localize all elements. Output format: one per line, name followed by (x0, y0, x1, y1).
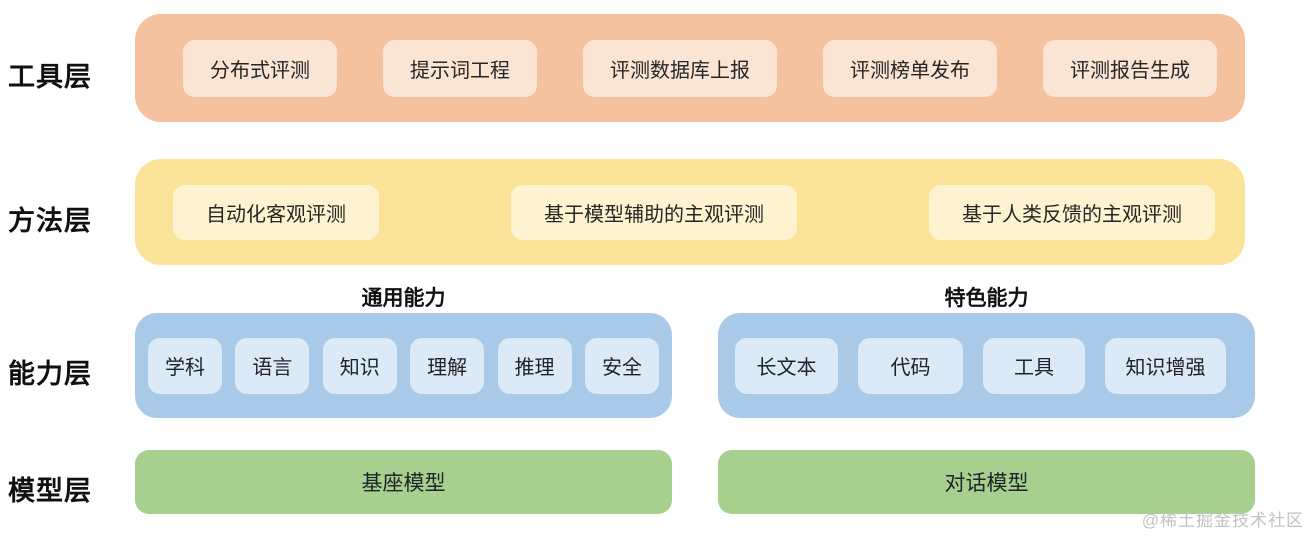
tool-item-distributed-eval: 分布式评测 (183, 39, 337, 97)
tool-item-eval-db-report: 评测数据库上报 (583, 39, 777, 97)
capability-item-code: 代码 (858, 337, 963, 394)
capability-layer-label: 能力层 (8, 359, 92, 389)
tool-layer-band: 分布式评测 提示词工程 评测数据库上报 评测榜单发布 评测报告生成 (135, 14, 1245, 122)
special-capability-band: 长文本 代码 工具 知识增强 (718, 313, 1255, 418)
general-capability-band: 学科 语言 知识 理解 推理 安全 (135, 313, 672, 418)
capability-item-subject: 学科 (148, 337, 222, 394)
capability-item-understanding: 理解 (410, 337, 485, 394)
capability-item-language: 语言 (235, 337, 310, 394)
general-capability-title: 通用能力 (361, 287, 446, 310)
capability-item-tool: 工具 (983, 337, 1085, 394)
watermark: @稀土掘金技术社区 (1141, 511, 1304, 530)
method-item-auto-objective-eval: 自动化客观评测 (173, 184, 379, 240)
chat-model-band: 对话模型 (718, 450, 1255, 514)
model-layer-label: 模型层 (8, 476, 92, 506)
tool-item-leaderboard-publish: 评测榜单发布 (823, 39, 997, 97)
tool-item-prompt-engineering: 提示词工程 (383, 39, 537, 97)
method-layer-label: 方法层 (8, 206, 92, 236)
capability-item-reasoning: 推理 (497, 337, 572, 394)
method-item-model-assisted-subjective-eval: 基于模型辅助的主观评测 (511, 184, 797, 240)
tool-layer-label: 工具层 (8, 62, 92, 92)
capability-item-safety: 安全 (584, 337, 659, 394)
capability-item-long-text: 长文本 (735, 337, 838, 394)
capability-item-knowledge: 知识 (322, 337, 397, 394)
tool-item-report-generation: 评测报告生成 (1043, 39, 1217, 97)
base-model-band: 基座模型 (135, 450, 672, 514)
capability-item-knowledge-enhanced: 知识增强 (1105, 337, 1226, 394)
method-item-human-feedback-subjective-eval: 基于人类反馈的主观评测 (929, 184, 1215, 240)
method-layer-band: 自动化客观评测 基于模型辅助的主观评测 基于人类反馈的主观评测 (135, 159, 1245, 265)
special-capability-title: 特色能力 (944, 287, 1029, 310)
